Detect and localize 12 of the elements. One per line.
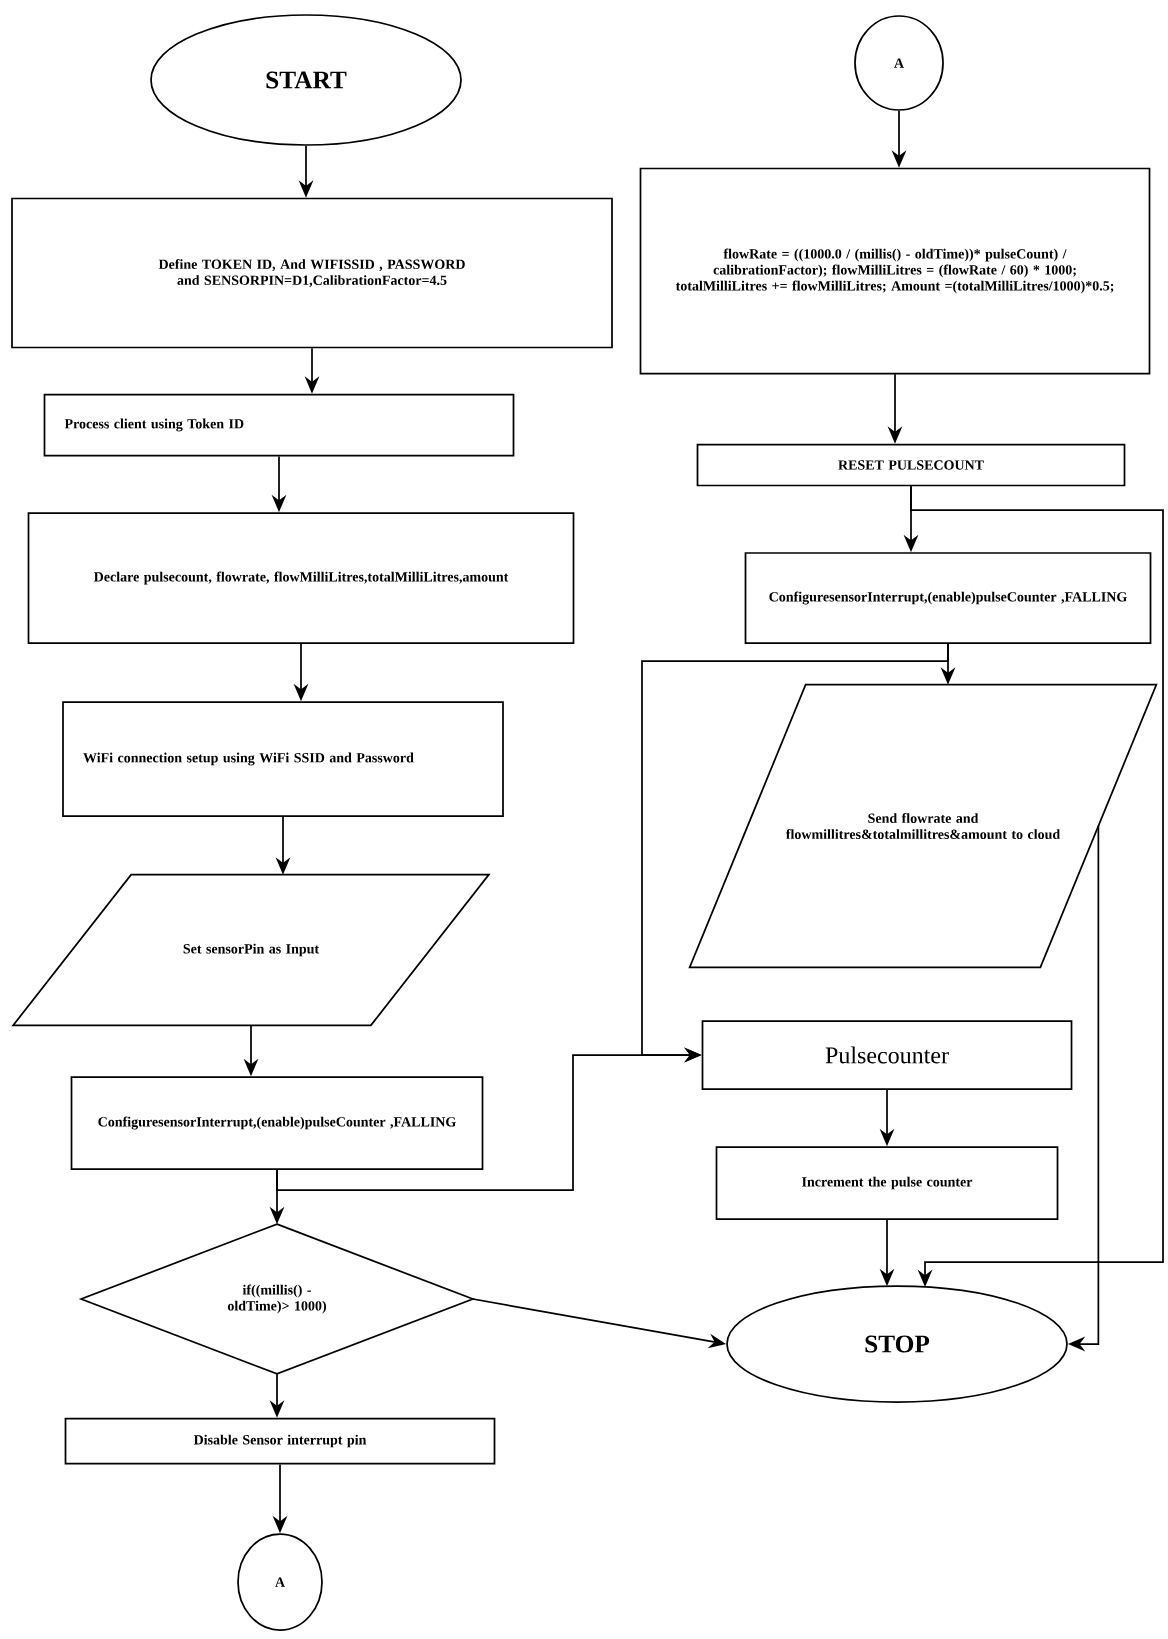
process-box: ConfiguresensorInterrupt,(enable)pulseCounter ,FALLING xyxy=(744,552,1152,644)
process-box: Declare pulsecount, flowrate, flowMilliLitres,totalMilliLitres,amount xyxy=(27,512,575,644)
process-box: WiFi connection setup using WiFi SSID and Password xyxy=(62,701,504,817)
process-box: Define TOKEN ID, And WIFISSID , PASSWORD and SENSORPIN=D1,CalibrationFactor=4.5 xyxy=(11,197,613,349)
process-box: Increment the pulse counter xyxy=(715,1146,1059,1220)
process-box: ConfiguresensorInterrupt,(enable)pulseCounter ,FALLING xyxy=(70,1076,484,1170)
input-parallelogram: Send flowrate and flowmillitres&totalmillitres&amount to cloud xyxy=(688,683,1158,969)
process-box: RESET PULSECOUNT xyxy=(696,443,1126,487)
process-box: Disable Sensor interrupt pin xyxy=(64,1417,496,1465)
process-box: flowRate = ((1000.0 / (millis() - oldTime))* pulseCount) / calibrationFactor); flowMilliLitres = (flowRate / 60) * 1000; totalMilliLitres += flowMilliLitres; Amount =(totalMilliLitres/1000)*0.5; xyxy=(639,167,1151,375)
process-box: Process client using Token ID xyxy=(43,393,515,457)
process-box: Pulsecounter xyxy=(701,1020,1073,1090)
